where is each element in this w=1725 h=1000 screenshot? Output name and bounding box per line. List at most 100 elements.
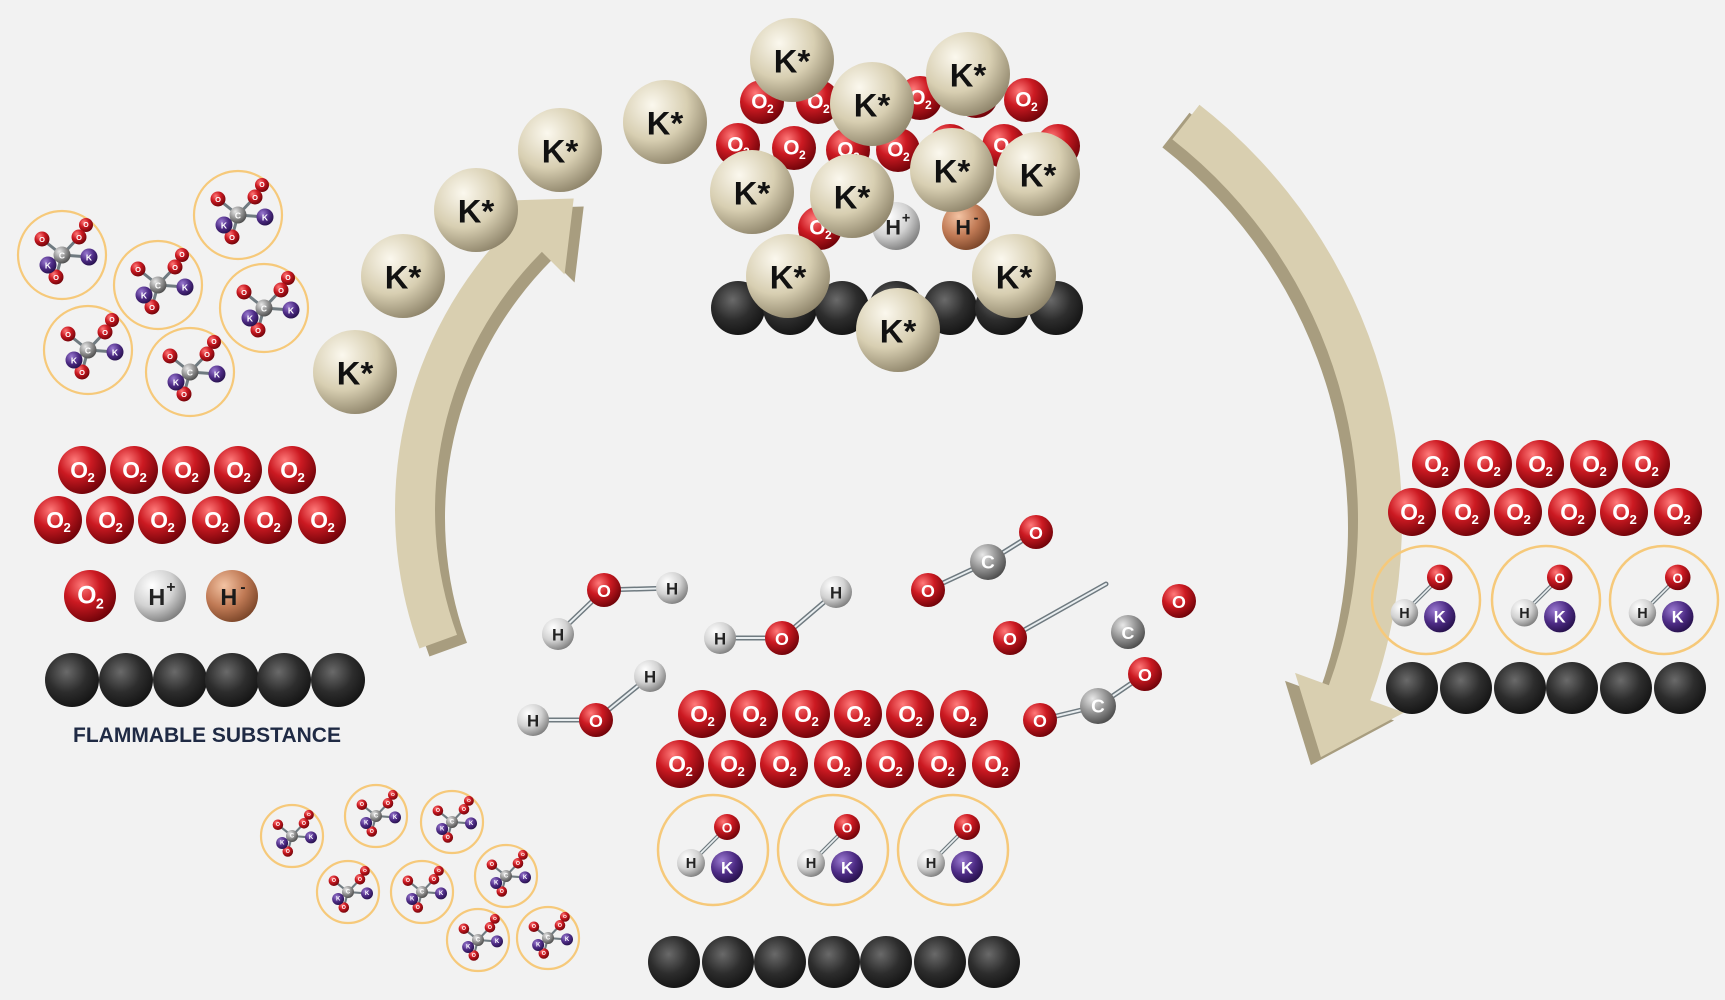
oxygen-subscript: 2: [823, 102, 830, 116]
oxygen-atom-label: O: [53, 273, 59, 282]
carbon-atom-sphere: [255, 299, 273, 317]
molecule-ring: [515, 905, 581, 971]
oxygen-subscript: 2: [1493, 464, 1500, 479]
potassium-atom-icon: K: [167, 373, 185, 391]
fuel-sphere: [968, 936, 1020, 988]
oxygen-subscript: 2: [863, 714, 870, 729]
oxygen-atom-label: O: [500, 889, 504, 895]
oxygen-atom-label: O: [135, 265, 141, 274]
carbon-atom-label: C: [420, 890, 425, 896]
oxygen-label: O: [930, 751, 948, 777]
potassium-atom-label: K: [439, 891, 444, 897]
oxygen-subscript: 2: [811, 714, 818, 729]
hydride-ion-sphere: [206, 570, 258, 622]
oxygen-atom-label: O: [278, 286, 284, 295]
fuel-sphere: [1494, 662, 1546, 714]
oxygen-atom-sphere: [338, 902, 350, 913]
oxygen-label: O: [280, 457, 298, 483]
oxygen-atom-icon: O: [484, 922, 496, 933]
oxygen-atom-label: O: [406, 878, 410, 884]
potassium-atom-label: K: [440, 827, 445, 833]
oxygen-atom-icon: O: [282, 846, 294, 857]
carbon-atom-icon: [754, 936, 806, 988]
oxygen-atom-label: O: [370, 829, 374, 835]
potassium-atom-sphere: [256, 208, 274, 226]
oxygen-atom-icon: O: [1546, 564, 1573, 591]
oxygen-atom-icon: O: [236, 284, 252, 300]
hydrogen-atom-icon: H: [797, 849, 825, 877]
molecule-ring: [112, 239, 204, 331]
oxygen-label: O: [1454, 499, 1472, 525]
oxygen-atom-sphere: [1023, 703, 1057, 737]
oxygen-label: O: [310, 507, 328, 533]
oxygen-atom-sphere: [528, 921, 540, 933]
oxygen-sphere: [138, 496, 186, 544]
oxygen-atom-icon: O: [512, 858, 524, 869]
oxygen-atom-icon: O: [834, 814, 860, 840]
oxygen-atom-label: O: [109, 317, 115, 324]
oxygen-atom-label: O: [360, 802, 364, 808]
oxygen-atom-icon: O: [97, 324, 113, 340]
carbon-atom-label: C: [476, 938, 481, 944]
oxygen-subscript: 2: [1441, 464, 1448, 479]
carbon-atom-icon: C: [1111, 615, 1145, 649]
oxygen-atom-label: O: [363, 868, 367, 874]
oxygen-atom-label: O: [229, 233, 235, 242]
oxygen-atom-sphere: [74, 364, 90, 380]
oxygen-label: O: [77, 583, 96, 610]
carbon-atom-icon: [702, 936, 754, 988]
oxygen-atom-sphere: [207, 335, 221, 349]
oxygen-atom-label: O: [462, 926, 466, 932]
carbon-atom-label: C: [504, 874, 509, 880]
oxygen-atom-sphere: [1664, 564, 1691, 591]
carbon-atom-icon: C: [500, 870, 512, 882]
oxygen-atom-icon: O: [247, 189, 263, 205]
legend-caption: FLAMMABLE SUBSTANCE: [73, 724, 341, 747]
oxygen-atom-label: O: [286, 849, 290, 855]
oxygen-subscript: 2: [1683, 512, 1690, 527]
oxygen-subscript: 2: [139, 470, 146, 485]
oxygen-atom-label: O: [532, 924, 536, 930]
molecule-ring: [1490, 544, 1602, 656]
carbon-atom-icon: [1494, 662, 1546, 714]
k-star-label: K*: [734, 175, 771, 212]
oxygen-atom-label: O: [76, 233, 82, 242]
oxygen-atom-label: O: [516, 861, 520, 867]
molecule-ring: [776, 793, 890, 907]
oxygen-atom-label: O: [775, 629, 789, 649]
oxygen-subscript: 2: [789, 764, 796, 779]
oxygen-atom-sphere: [468, 950, 480, 961]
carbon-atom-label: C: [235, 211, 241, 221]
potassium-atom-sphere: [361, 887, 374, 900]
oxygen-atom-icon: O: [1426, 564, 1453, 591]
oxygen-atom-label: O: [488, 925, 492, 931]
hydride-ion-label: H: [955, 215, 971, 240]
oxygen-atom-icon: O: [48, 269, 64, 285]
potassium-radical-icon: K*: [518, 108, 602, 192]
oxygen-atom-icon: O: [281, 271, 295, 285]
carbon-atom-icon: C: [472, 934, 484, 946]
carbon-atom-sphere: [79, 341, 97, 359]
oxygen-atom-sphere: [298, 818, 310, 829]
oxygen-atom-sphere: [442, 832, 454, 843]
k-star-label: K*: [834, 179, 871, 216]
oxygen-atom-sphere: [412, 902, 424, 913]
oxygen-sphere: [1494, 488, 1542, 536]
oxygen-atom-label: O: [39, 235, 45, 244]
potassium-atom-sphere: [241, 309, 259, 327]
potassium-atom-icon: K: [435, 887, 448, 900]
oxygen-atom-icon: O: [714, 814, 740, 840]
potassium-radical-icon: K*: [926, 32, 1010, 116]
hydrogen-atom-label: H: [644, 668, 656, 687]
hydrogen-atom-label: H: [1519, 606, 1529, 622]
potassium-atom-icon: K: [389, 811, 402, 824]
